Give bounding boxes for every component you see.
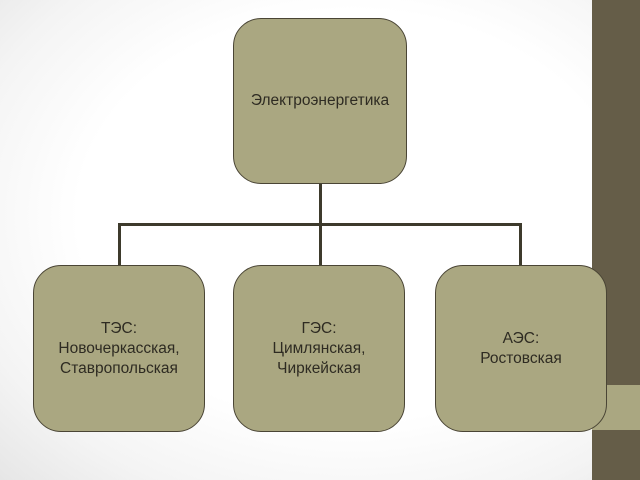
child-node-aes: АЭС: Ростовская: [435, 265, 607, 432]
child-node-label: АЭС: Ростовская: [480, 329, 562, 367]
connector-left-vertical: [118, 223, 121, 266]
root-node-label: Электроэнергетика: [250, 92, 390, 109]
connector-horizontal: [118, 223, 522, 226]
child-node-tes: ТЭС: Новочеркасская, Ставропольская: [33, 265, 205, 432]
connector-right-vertical: [519, 223, 522, 266]
child-node-label: ГЭС: Цимлянская, Чиркейская: [272, 319, 366, 377]
root-node-electroenergetics: Электроэнергетика: [233, 18, 407, 184]
child-node-label: ТЭС: Новочеркасская, Ставропольская: [58, 319, 180, 377]
child-node-ges: ГЭС: Цимлянская, Чиркейская: [233, 265, 405, 432]
